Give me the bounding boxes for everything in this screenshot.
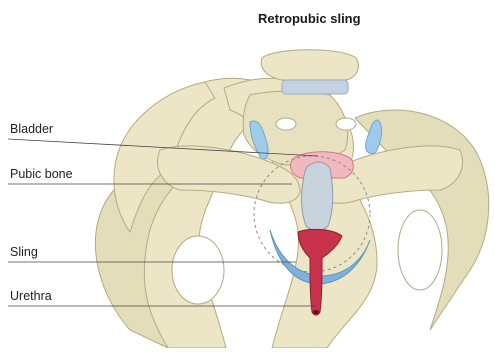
label-urethra: Urethra [10, 289, 52, 303]
label-bladder: Bladder [10, 122, 53, 136]
label-pubic-bone: Pubic bone [10, 167, 73, 181]
pubic-symphysis [302, 162, 333, 231]
sacral-foramen-left [276, 118, 296, 130]
left-obturator-foramen [172, 236, 224, 304]
sacral-foramen-right [336, 118, 356, 130]
label-sling: Sling [10, 245, 38, 259]
intervertebral-disc [282, 80, 348, 94]
vertebra [261, 50, 358, 80]
diagram-title: Retropubic sling [258, 11, 361, 26]
right-obturator-foramen [398, 210, 442, 290]
urethra-opening [313, 310, 319, 314]
